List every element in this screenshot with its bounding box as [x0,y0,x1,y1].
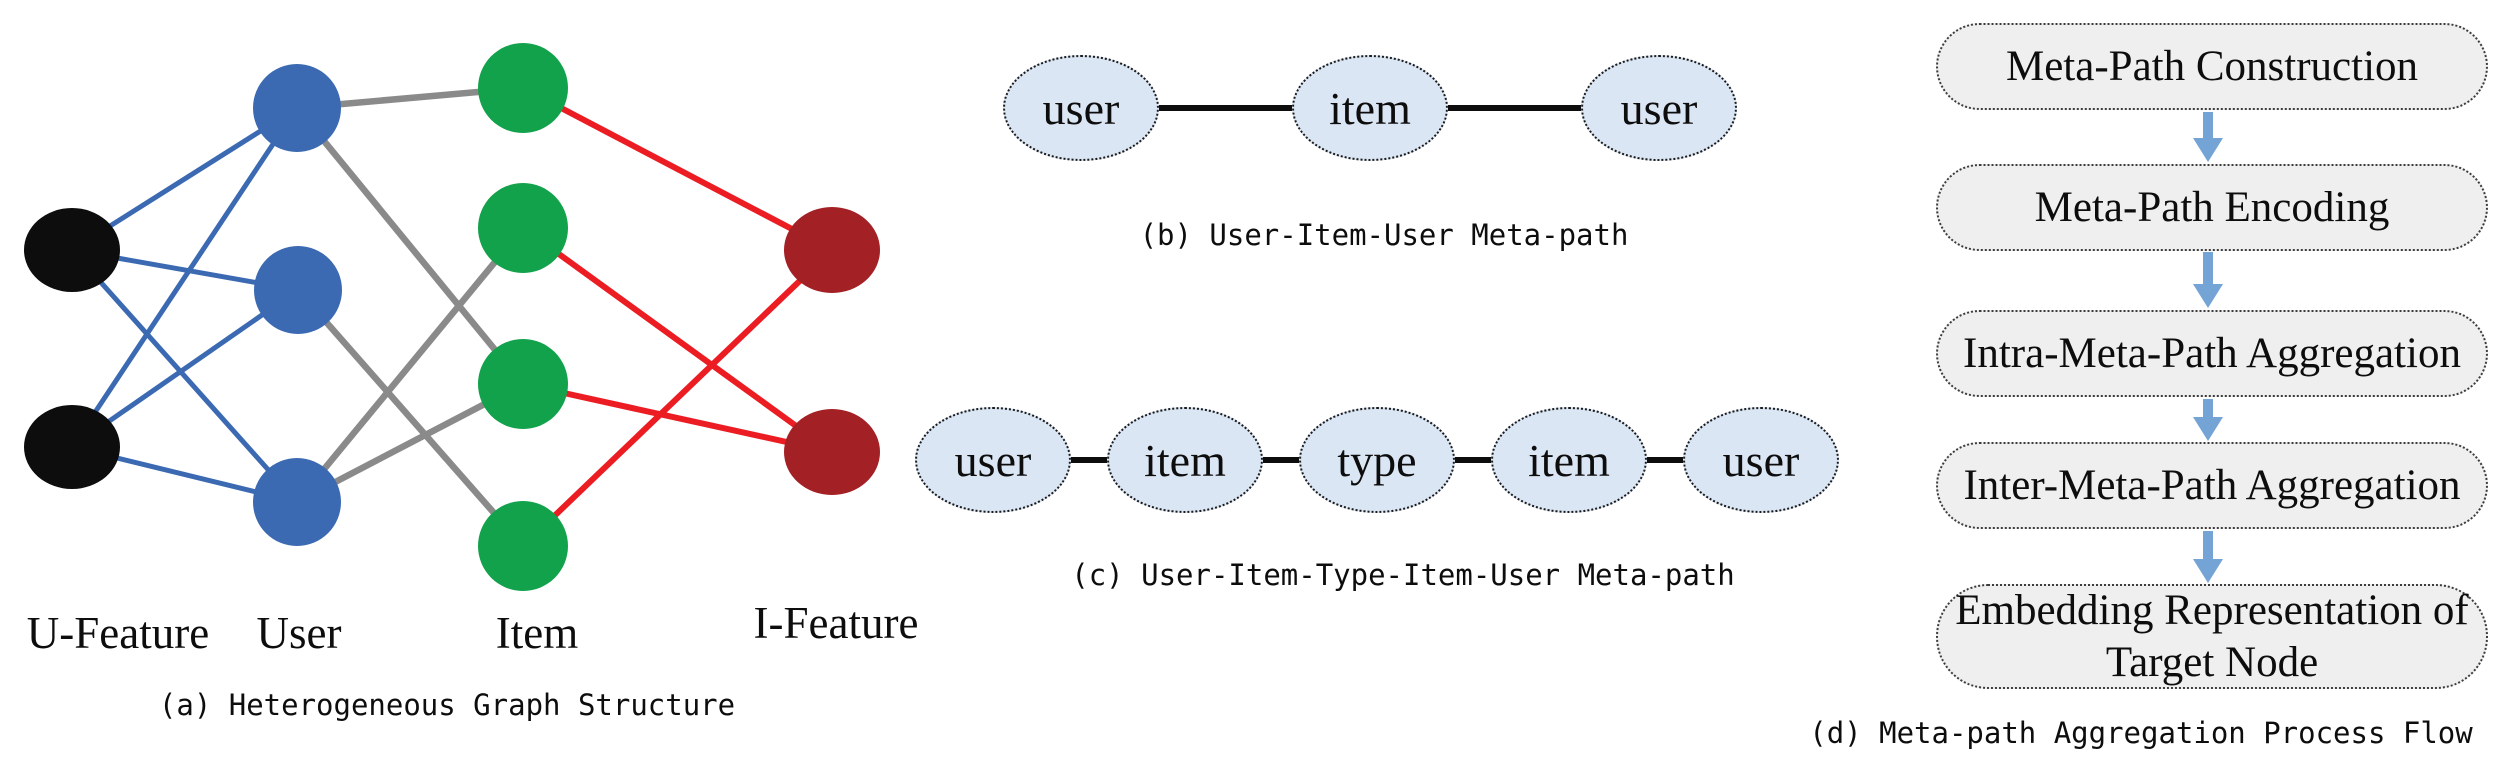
caption-panel-a: (a) Heterogeneous Graph Structure [158,688,736,722]
metapath-b-node-item: item [1292,55,1448,161]
arrow-stem [2203,112,2213,140]
down-arrow-icon [2193,531,2223,583]
item-node-1 [478,43,568,133]
edge-item4-ifeature1 [520,247,835,549]
edge-item3-ifeature2 [522,381,833,455]
u-feature-node-2 [24,405,120,489]
u-feature-node-1 [24,208,120,292]
edge-user2-item4 [295,287,526,549]
metapath-c-link-2 [1263,457,1299,463]
edge-item2-ifeature2 [521,225,834,455]
flow-step-inter-meta-path-aggregation: Inter-Meta-Path Aggregation [1936,442,2488,529]
i-feature-node-1 [784,207,880,293]
item-node-2 [478,183,568,273]
flow-arrow-2 [2193,252,2223,308]
item-i-feature-edges [520,85,835,549]
metapath-c-link-4 [1647,457,1683,463]
heterogeneous-graph-svg [24,43,880,591]
user-node-2 [254,246,342,334]
item-node-4 [478,501,568,591]
u-feature-nodes [24,208,120,489]
flow-step-meta-path-encoding: Meta-Path Encoding [1936,164,2488,251]
edge-item1-ifeature1 [521,85,834,253]
user-node-1 [253,64,341,152]
label-u-feature: U-Feature [26,608,210,658]
metapath-b-link-1 [1159,105,1292,111]
flow-arrow-1 [2193,112,2223,162]
item-nodes [478,43,568,591]
label-i-feature: I-Feature [753,598,919,648]
flow-arrow-4 [2193,531,2223,583]
metapath-c-node-user-1: user [915,407,1071,513]
metapath-c-node-item-1: item [1107,407,1263,513]
flow-arrow-3 [2193,399,2223,441]
flow-step-meta-path-construction: Meta-Path Construction [1936,23,2488,110]
metapath-c-link-3 [1455,457,1491,463]
down-arrow-icon [2193,399,2223,441]
arrow-head [2193,559,2223,583]
metapath-b-node-user-2: user [1581,55,1737,161]
flow-step-embedding-representation: Embedding Representation of Target Node [1936,584,2488,689]
user-node-3 [253,458,341,546]
arrow-stem [2203,531,2213,561]
label-item: Item [495,608,579,658]
arrow-stem [2203,399,2213,419]
metapath-b-node-user-1: user [1003,55,1159,161]
flow-step-intra-meta-path-aggregation: Intra-Meta-Path Aggregation [1936,310,2488,397]
caption-panel-c: (c) User-Item-Type-Item-User Meta-path [1071,558,1735,592]
arrow-head [2193,417,2223,441]
down-arrow-icon [2193,112,2223,162]
arrow-stem [2203,252,2213,286]
edge-ufeature2-user1 [69,106,300,449]
edge-ufeature2-user2 [70,287,300,450]
item-node-3 [478,339,568,429]
metapath-c-node-item-2: item [1491,407,1647,513]
edge-user3-item2 [294,225,526,505]
metapath-c-link-1 [1071,457,1107,463]
edge-user1-item3 [294,105,526,387]
arrow-head [2193,138,2223,162]
caption-panel-b: (b) User-Item-User Meta-path [1139,218,1629,252]
down-arrow-icon [2193,252,2223,308]
metapath-c-node-user-2: user [1683,407,1839,513]
metapath-b-link-2 [1448,105,1581,111]
i-feature-node-2 [784,409,880,495]
arrow-head [2193,284,2223,308]
i-feature-nodes [784,207,880,495]
caption-panel-d: (d) Meta-path Aggregation Process Flow [1809,716,2473,750]
label-user: User [256,608,342,658]
edge-ufeature1-user3 [70,248,299,504]
user-nodes [253,64,342,546]
metapath-c-node-type: type [1299,407,1455,513]
